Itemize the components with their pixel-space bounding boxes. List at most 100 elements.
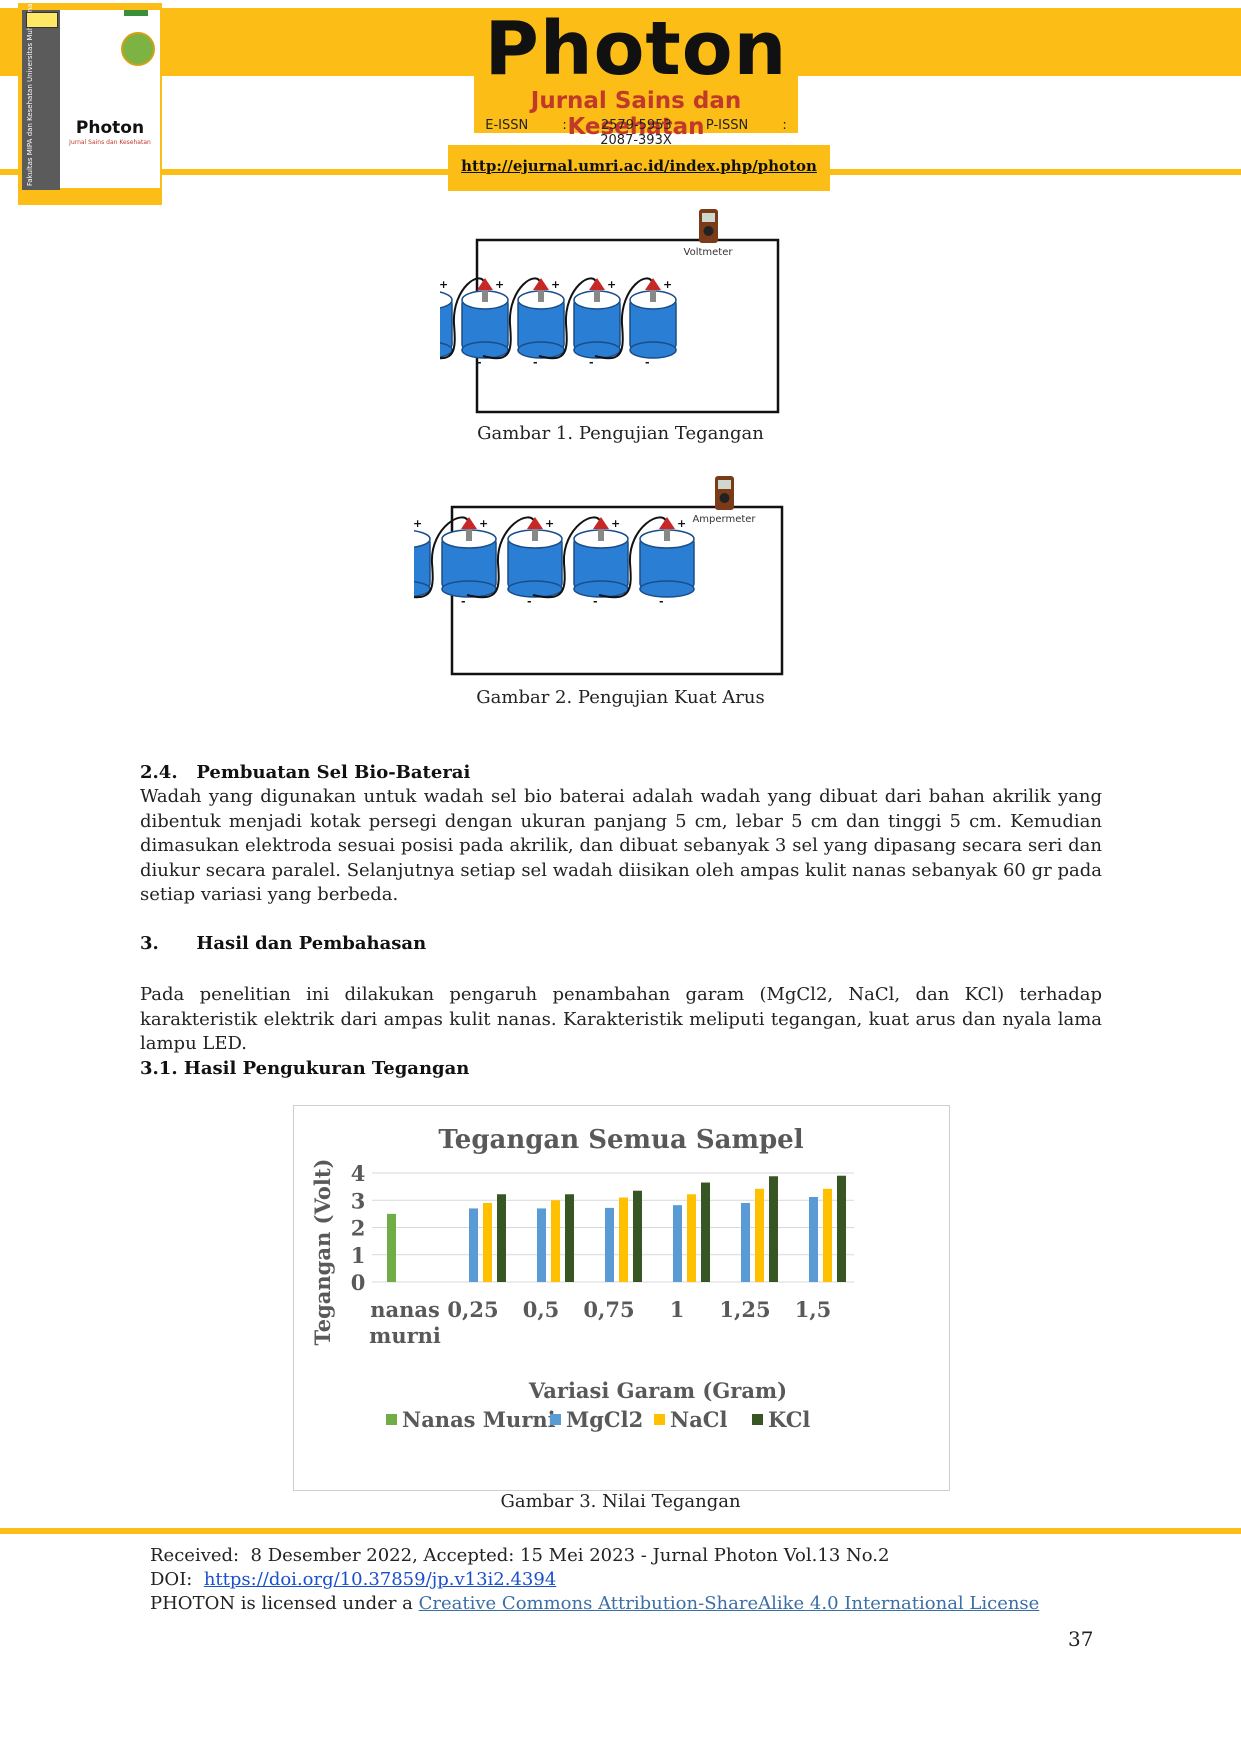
y-tick-label: 3 — [351, 1188, 366, 1213]
y-tick-label: 0 — [351, 1270, 366, 1295]
svg-text:+: + — [677, 517, 686, 530]
svg-text:-: - — [659, 595, 664, 608]
svg-text:+: + — [479, 517, 488, 530]
bar-nacl — [823, 1188, 832, 1282]
battery-cells: +-+-+-+-+- — [414, 516, 695, 608]
x-tick-label: 1,5 — [795, 1297, 832, 1322]
cover-bottom-strip — [60, 188, 160, 198]
bar-nacl — [755, 1188, 764, 1282]
bio-battery-cell: +- — [573, 277, 654, 369]
bar-kcl — [565, 1194, 574, 1282]
figure-voltage-circuit: Voltmeter +-+-+-+-+- — [440, 209, 780, 414]
chart-legend: Nanas Murni MgCl2 NaCl KCl — [386, 1407, 810, 1432]
url-box — [448, 145, 830, 191]
svg-text:-: - — [533, 356, 538, 369]
bio-battery-cell: +- — [414, 516, 470, 599]
bar-mgcl2 — [673, 1205, 682, 1282]
bar-mgcl2 — [537, 1208, 546, 1282]
y-axis-label: Tegangan (Volt) — [310, 1159, 335, 1346]
bar-mgcl2 — [605, 1207, 614, 1282]
journal-issn: E-ISSN : 2579-5953 P-ISSN : 2087-393X — [474, 118, 798, 148]
x-tick-label: 0,75 — [583, 1297, 634, 1322]
svg-text:+: + — [551, 278, 560, 291]
page-number: 37 — [1068, 1627, 1094, 1651]
bar-nanas-murni — [387, 1213, 396, 1282]
journal-subtitle: Jurnal Sains dan Kesehatan — [530, 88, 742, 140]
doi-link[interactable]: https://doi.org/10.37859/jp.v13i2.4394 — [203, 1569, 557, 1590]
x-tick-label: 0,25 — [447, 1297, 498, 1322]
ampermeter-icon — [715, 476, 734, 510]
doi-label: DOI: — [150, 1569, 204, 1590]
chart-title: Tegangan Semua Sampel — [438, 1125, 803, 1155]
chart-bars — [387, 1175, 846, 1282]
cover-spine — [22, 10, 60, 190]
bio-battery-cell: +- — [440, 277, 486, 360]
legend-label: MgCl2 — [566, 1407, 643, 1432]
journal-url-link[interactable]: http://ejurnal.umri.ac.id/index.php/phot… — [461, 157, 817, 175]
figure2-caption: Gambar 2. Pengujian Kuat Arus — [476, 687, 765, 708]
x-tick-label: murni — [369, 1323, 441, 1348]
figure1-caption: Gambar 1. Pengujian Tegangan — [477, 423, 764, 444]
chart-frame: Tegangan Semua Sampel Tegangan (Volt) Va… — [293, 1105, 950, 1491]
section-heading-3-1: 3.1. Hasil Pengukuran Tegangan — [140, 1058, 470, 1079]
svg-text:+: + — [663, 278, 672, 291]
license-prefix: PHOTON is licensed under a — [150, 1593, 419, 1614]
x-tick-label: 1 — [670, 1297, 685, 1322]
x-axis-label: Variasi Garam (Gram) — [528, 1378, 787, 1403]
cover-tag — [124, 10, 148, 16]
legend-swatch — [386, 1414, 397, 1425]
svg-text:+: + — [607, 278, 616, 291]
y-tick-label: 2 — [351, 1216, 366, 1241]
section-3-paragraph: Pada penelitian ini dilakukan pengaruh p… — [140, 984, 1102, 1054]
x-tick-label: 1,25 — [719, 1297, 770, 1322]
figure-current-circuit: Ampermeter +-+-+-+-+- — [414, 476, 784, 676]
bar-mgcl2 — [809, 1196, 818, 1282]
legend-swatch — [550, 1414, 561, 1425]
legend-label: Nanas Murni — [402, 1407, 556, 1432]
bar-mgcl2 — [741, 1202, 750, 1282]
bar-kcl — [769, 1176, 778, 1282]
voltage-bar-chart: Tegangan Semua Sampel Tegangan (Volt) Va… — [310, 1125, 854, 1432]
svg-text:+: + — [414, 517, 422, 530]
doi-line: DOI: https://doi.org/10.37859/jp.v13i2.4… — [150, 1569, 556, 1590]
section-heading-2-4: 2.4. Pembuatan Sel Bio-Baterai — [140, 762, 471, 783]
svg-text:-: - — [477, 356, 482, 369]
received-line: Received: 8 Desember 2022, Accepted: 15 … — [150, 1545, 890, 1566]
license-link[interactable]: Creative Commons Attribution-ShareAlike … — [418, 1593, 1040, 1614]
bio-battery-cell: +- — [573, 516, 668, 608]
cover-label-box — [26, 12, 58, 28]
cover-title: Photon — [75, 118, 145, 138]
legend-label: NaCl — [670, 1407, 728, 1432]
journal-title: Photon — [484, 6, 788, 92]
figure3-caption: Gambar 3. Nilai Tegangan — [500, 1491, 741, 1512]
section-heading-3: 3. Hasil dan Pembahasan — [140, 933, 427, 954]
bio-battery-cell: +- — [507, 516, 602, 608]
voltmeter-icon — [699, 209, 718, 243]
bar-kcl — [633, 1190, 642, 1282]
legend-swatch — [752, 1414, 763, 1425]
svg-text:-: - — [527, 595, 532, 608]
bio-battery-cell: +- — [639, 517, 695, 608]
bio-battery-cell: +- — [461, 277, 542, 369]
bio-battery-cell: +- — [441, 516, 536, 608]
svg-text:-: - — [461, 595, 466, 608]
y-tick-label: 4 — [351, 1161, 366, 1186]
voltmeter-label: Voltmeter — [684, 247, 734, 258]
bar-mgcl2 — [469, 1208, 478, 1282]
x-tick-label: nanas — [370, 1297, 440, 1322]
cover-subtitle: Jurnal Sains dan Kesehatan — [69, 139, 151, 146]
svg-text:-: - — [645, 356, 650, 369]
bio-battery-cell: +- — [629, 278, 677, 369]
bio-battery-cell: +- — [517, 277, 598, 369]
eissn: E-ISSN : 2579-5953 — [485, 118, 672, 133]
ampermeter-label: Ampermeter — [692, 514, 756, 525]
cover-spine-text: Fakultas MIPA dan Kesehatan Universitas … — [26, 0, 34, 186]
footer-rule — [0, 1528, 1241, 1534]
bar-kcl — [837, 1175, 846, 1282]
svg-text:+: + — [611, 517, 620, 530]
svg-text:+: + — [440, 278, 448, 291]
legend-label: KCl — [768, 1407, 810, 1432]
svg-text:+: + — [545, 517, 554, 530]
bar-nacl — [551, 1200, 560, 1282]
